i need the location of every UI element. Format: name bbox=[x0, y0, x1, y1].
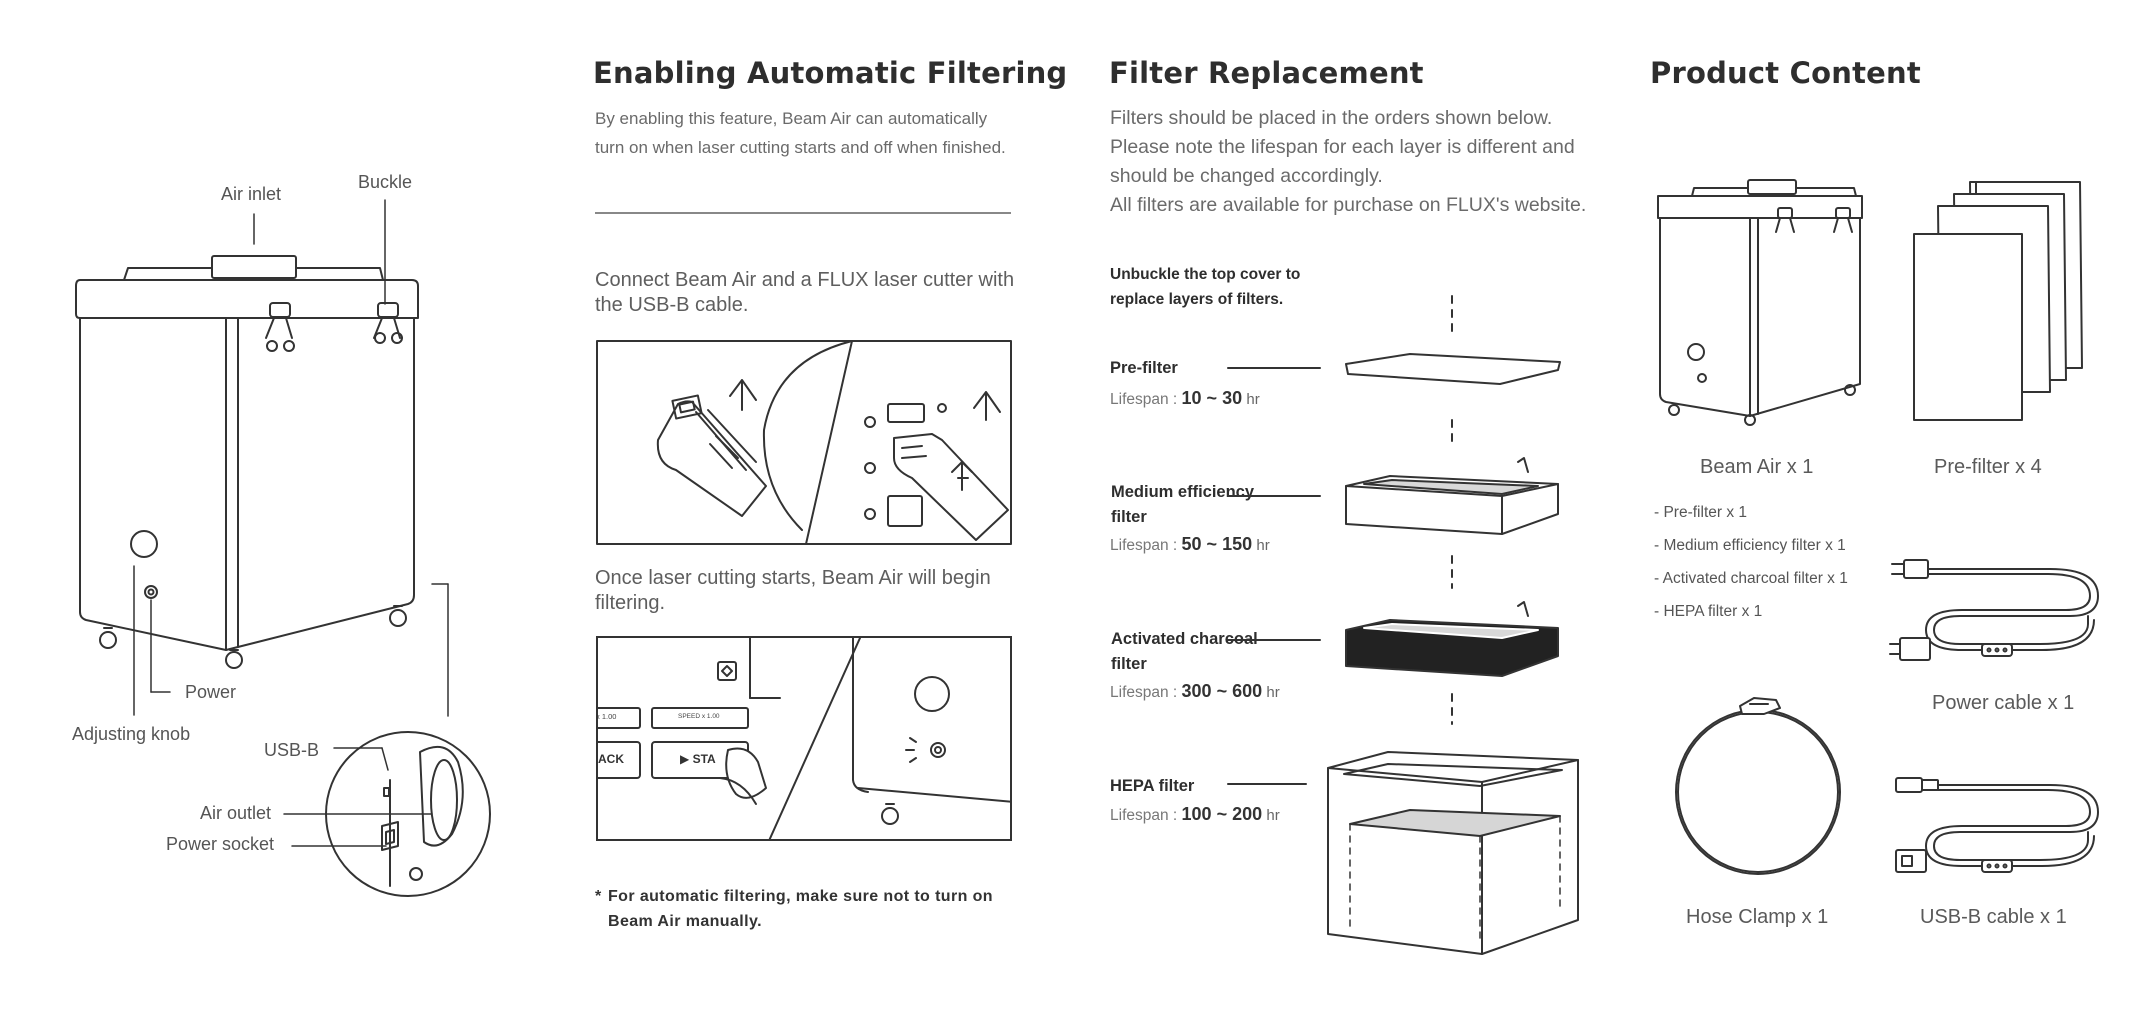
filter-name-medium: Medium efficiency filter bbox=[1111, 483, 1255, 526]
note-asterisk: * bbox=[595, 888, 602, 905]
auto-filtering-note: For automatic filtering, make sure not t… bbox=[608, 888, 993, 930]
filter-intro-line-1: Filters should be placed in the orders s… bbox=[1110, 107, 1553, 129]
product-usb-cable-label: USB-B cable x 1 bbox=[1920, 906, 2067, 928]
lifespan-label: Lifespan : bbox=[1110, 391, 1178, 408]
product-prefilter-label: Pre-filter x 4 bbox=[1934, 456, 2042, 478]
section-divider bbox=[595, 212, 1011, 214]
unbuckle-instruction: Unbuckle the top cover to replace layers… bbox=[1110, 266, 1301, 308]
product-usb-cable-illustration bbox=[1895, 777, 2099, 873]
filter-name-hepa: HEPA filter bbox=[1110, 777, 1195, 795]
filter-name-prefilter: Pre-filter bbox=[1110, 359, 1178, 377]
product-power-cable-illustration bbox=[1889, 559, 2099, 661]
panel-btn-back: ACK bbox=[598, 752, 624, 766]
panel-btn-start: ▶ STA bbox=[680, 752, 716, 766]
lifespan-value: 10 ~ 30 bbox=[1181, 388, 1243, 408]
filter-lifespan-medium: Lifespan : 50 ~ 150 hr bbox=[1110, 534, 1270, 555]
filter-intro: Filters should be placed in the orders s… bbox=[1110, 104, 1587, 220]
list-item: - Medium efficiency filter x 1 bbox=[1654, 537, 1846, 554]
filter-intro-line-3: should be changed accordingly. bbox=[1110, 165, 1383, 187]
label-air-outlet: Air outlet bbox=[200, 803, 272, 823]
lifespan-unit: hr bbox=[1256, 537, 1270, 554]
filter-name-charcoal: Activated charcoal filter bbox=[1111, 630, 1258, 673]
beam-air-device-diagram bbox=[75, 199, 491, 897]
product-beam-air-illustration bbox=[1657, 179, 1863, 426]
included-filter-list: - Pre-filter x 1 - Medium efficiency fil… bbox=[1654, 504, 1848, 636]
product-beam-air-label: Beam Air x 1 bbox=[1700, 456, 1814, 478]
list-item: - Activated charcoal filter x 1 bbox=[1654, 570, 1848, 587]
lifespan-value: 100 ~ 200 bbox=[1181, 804, 1263, 824]
list-item: - HEPA filter x 1 bbox=[1654, 603, 1763, 620]
filter-intro-line-4: All filters are available for purchase o… bbox=[1110, 194, 1587, 216]
auto-filtering-title: Enabling Automatic Filtering bbox=[593, 56, 1068, 90]
lifespan-label: Lifespan : bbox=[1110, 807, 1178, 824]
lifespan-value: 300 ~ 600 bbox=[1181, 681, 1263, 701]
lifespan-unit: hr bbox=[1266, 807, 1280, 824]
panel-btn-speed-mini: x 1.00 bbox=[596, 712, 617, 721]
filter-replacement-title: Filter Replacement bbox=[1109, 56, 1424, 90]
product-power-cable-label: Power cable x 1 bbox=[1932, 692, 2075, 714]
label-power: Power bbox=[185, 682, 237, 702]
step1-text: Connect Beam Air and a FLUX laser cutter… bbox=[595, 269, 1015, 316]
control-panel-illustration: x 1.00 SPEED x 1.00 ACK ▶ STA bbox=[596, 636, 1012, 841]
filter-lifespan-hepa: Lifespan : 100 ~ 200 hr bbox=[1110, 804, 1280, 825]
lifespan-value: 50 ~ 150 bbox=[1181, 534, 1253, 554]
product-hose-clamp-illustration bbox=[1675, 697, 1841, 875]
filter-intro-line-2: Please note the lifespan for each layer … bbox=[1110, 136, 1575, 158]
step2-text: Once laser cutting starts, Beam Air will… bbox=[595, 567, 991, 614]
product-hose-clamp-label: Hose Clamp x 1 bbox=[1686, 906, 1829, 928]
usb-connection-illustration bbox=[596, 340, 1012, 545]
product-prefilter-illustration bbox=[1913, 181, 2083, 421]
label-adjusting-knob: Adjusting knob bbox=[72, 724, 191, 744]
lifespan-label: Lifespan : bbox=[1110, 537, 1178, 554]
lifespan-label: Lifespan : bbox=[1110, 684, 1178, 701]
lifespan-unit: hr bbox=[1246, 391, 1260, 408]
list-item: - Pre-filter x 1 bbox=[1654, 504, 1748, 521]
filter-layers-illustration bbox=[1227, 295, 1579, 955]
filter-lifespan-prefilter: Lifespan : 10 ~ 30 hr bbox=[1110, 388, 1260, 409]
label-air-inlet: Air inlet bbox=[221, 184, 282, 204]
lifespan-unit: hr bbox=[1266, 684, 1280, 701]
auto-filtering-intro: By enabling this feature, Beam Air can a… bbox=[595, 109, 1006, 157]
product-content-title: Product Content bbox=[1650, 56, 1921, 90]
label-power-socket: Power socket bbox=[166, 834, 275, 854]
label-buckle: Buckle bbox=[358, 172, 413, 192]
panel-btn-speed: SPEED x 1.00 bbox=[678, 713, 720, 720]
filter-lifespan-charcoal: Lifespan : 300 ~ 600 hr bbox=[1110, 681, 1280, 702]
label-usb-b: USB-B bbox=[264, 740, 320, 760]
